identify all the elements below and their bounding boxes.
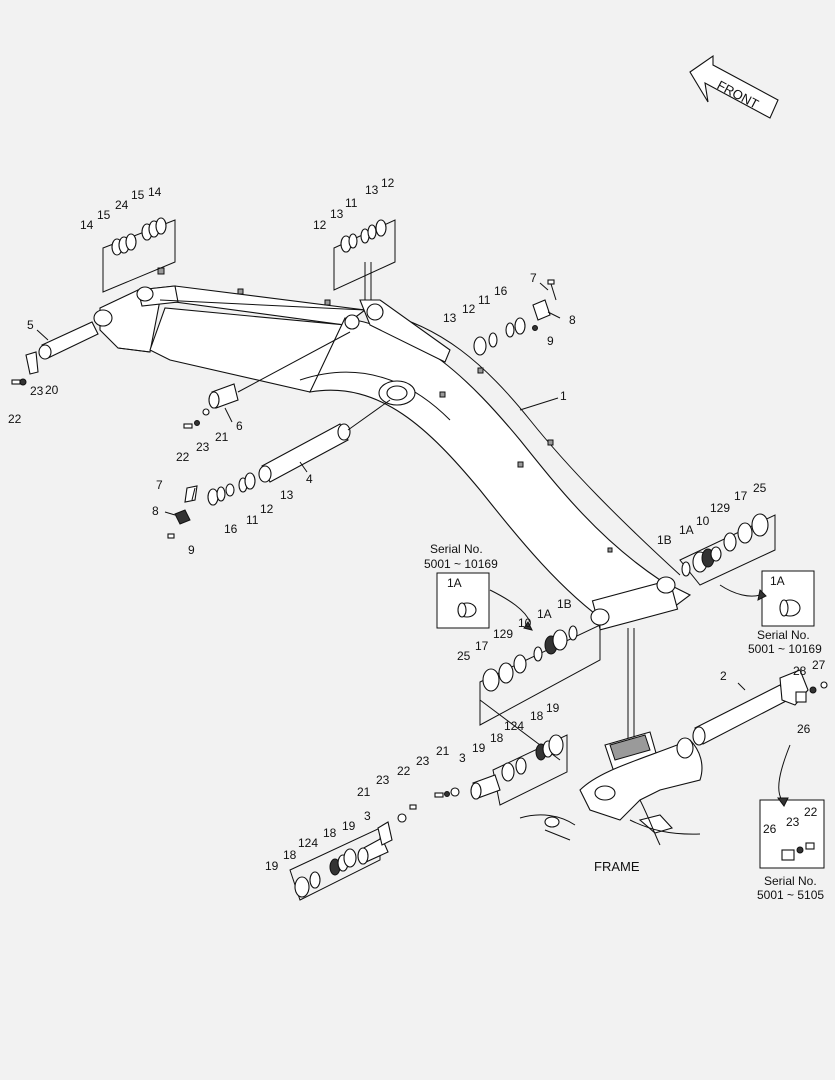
serial-top-line2: 5001 ~ 10169 [424, 557, 498, 571]
callout-1Ba: 1B [657, 533, 672, 547]
callout-14a: 14 [80, 218, 94, 232]
callout-129a: 129 [710, 501, 730, 515]
callout-17b: 17 [475, 639, 489, 653]
pin-2 [692, 669, 828, 746]
callout-1Aa: 1A [679, 523, 694, 537]
callout-129b: 129 [493, 627, 513, 641]
callout-22c: 22 [397, 764, 411, 778]
callout-6: 6 [236, 419, 243, 433]
callout-23c: 23 [416, 754, 430, 768]
callout-5: 5 [27, 318, 34, 332]
callout-25a: 25 [753, 481, 767, 495]
pin-5 [11, 321, 99, 386]
callout-9a: 9 [547, 334, 554, 348]
pin-6 [183, 331, 351, 429]
callout-15b: 15 [131, 188, 145, 202]
callout-21a: 21 [215, 430, 229, 444]
leader-lines [36, 282, 746, 691]
upper-pin-group-left [102, 217, 176, 293]
callout-20: 20 [45, 383, 59, 397]
callout-22a: 22 [8, 412, 22, 426]
washers-left [167, 472, 256, 539]
serial-box-right: 1A Serial No. 5001 ~ 10169 [719, 570, 822, 656]
callout-18b: 18 [490, 731, 504, 745]
callout-124b: 124 [298, 836, 318, 850]
serial-right-box-label: 1A [770, 574, 785, 588]
frame [519, 731, 703, 846]
callout-23b: 23 [196, 440, 210, 454]
callout-27: 27 [812, 658, 826, 672]
callout-18a: 18 [530, 709, 544, 723]
callout-15a: 15 [97, 208, 111, 222]
callout-18d: 18 [283, 848, 297, 862]
callout-13a: 13 [330, 207, 344, 221]
callout-12b: 12 [381, 176, 395, 190]
callout-11c: 11 [246, 513, 259, 527]
callout-10b: 10 [518, 616, 532, 630]
serial-bottom-26: 26 [763, 822, 777, 836]
callout-22b: 22 [176, 450, 190, 464]
callout-124a: 124 [504, 719, 524, 733]
lower-pin-group [289, 699, 568, 901]
serial-bottom-line2: 5001 ~ 5105 [757, 888, 824, 902]
callout-1: 1 [560, 389, 567, 403]
frame-label: FRAME [594, 859, 640, 874]
callout-26: 26 [797, 722, 811, 736]
callout-16a: 16 [494, 284, 508, 298]
callout-19b: 19 [472, 741, 486, 755]
callout-13b: 13 [365, 183, 379, 197]
callout-19c: 19 [342, 819, 356, 833]
callout-9b: 9 [188, 543, 195, 557]
callout-23d: 23 [376, 773, 390, 787]
callout-1Bb: 1B [557, 597, 572, 611]
front-arrow: FRONT [689, 54, 779, 119]
callout-13c: 13 [443, 311, 457, 325]
callout-18c: 18 [323, 826, 337, 840]
callout-23a: 23 [30, 384, 44, 398]
serial-top-box-label: 1A [447, 576, 462, 590]
foot-pin-left [479, 589, 601, 726]
callout-3a: 3 [459, 751, 466, 765]
serial-right-line1: Serial No. [757, 628, 810, 642]
callout-4: 4 [306, 472, 313, 486]
callout-10a: 10 [696, 514, 710, 528]
callout-19d: 19 [265, 859, 279, 873]
callout-12c: 12 [462, 302, 476, 316]
callout-8a: 8 [569, 313, 576, 327]
callout-21c: 21 [357, 785, 371, 799]
foot-pin-right [679, 513, 776, 586]
pin-4 [258, 399, 391, 483]
washers-right [473, 279, 557, 356]
callout-8b: 8 [152, 504, 159, 518]
serial-bottom-23: 23 [786, 815, 800, 829]
serial-box-top: Serial No. 5001 ~ 10169 1A [424, 542, 498, 629]
boom-body [93, 267, 692, 631]
serial-box-bottom: 26 23 22 Serial No. 5001 ~ 5105 [757, 744, 825, 902]
serial-right-line2: 5001 ~ 10169 [748, 642, 822, 656]
serial-bottom-22: 22 [804, 805, 818, 819]
serial-bottom-line1: Serial No. [764, 874, 817, 888]
callout-11b: 11 [478, 293, 491, 307]
callout-labels: 1 2 4 5 6 7 7 8 8 9 9 23 20 22 21 23 22 … [8, 176, 826, 873]
callout-24: 24 [115, 198, 129, 212]
callout-28: 28 [793, 664, 807, 678]
callout-1Ab: 1A [537, 607, 552, 621]
callout-12a: 12 [313, 218, 327, 232]
callout-2: 2 [720, 669, 727, 683]
callout-3b: 3 [364, 809, 371, 823]
callout-19a: 19 [546, 701, 560, 715]
serial-top-line1: Serial No. [430, 542, 483, 556]
callout-25b: 25 [457, 649, 471, 663]
callout-14b: 14 [148, 185, 162, 199]
callout-13d: 13 [280, 488, 294, 502]
callout-17a: 17 [734, 489, 748, 503]
upper-pin-group-right [333, 219, 396, 300]
callout-7b: 7 [156, 478, 163, 492]
callout-11a: 11 [345, 196, 358, 210]
callout-7a: 7 [530, 271, 537, 285]
callout-16b: 16 [224, 522, 238, 536]
callout-12d: 12 [260, 502, 274, 516]
callout-21b: 21 [436, 744, 450, 758]
